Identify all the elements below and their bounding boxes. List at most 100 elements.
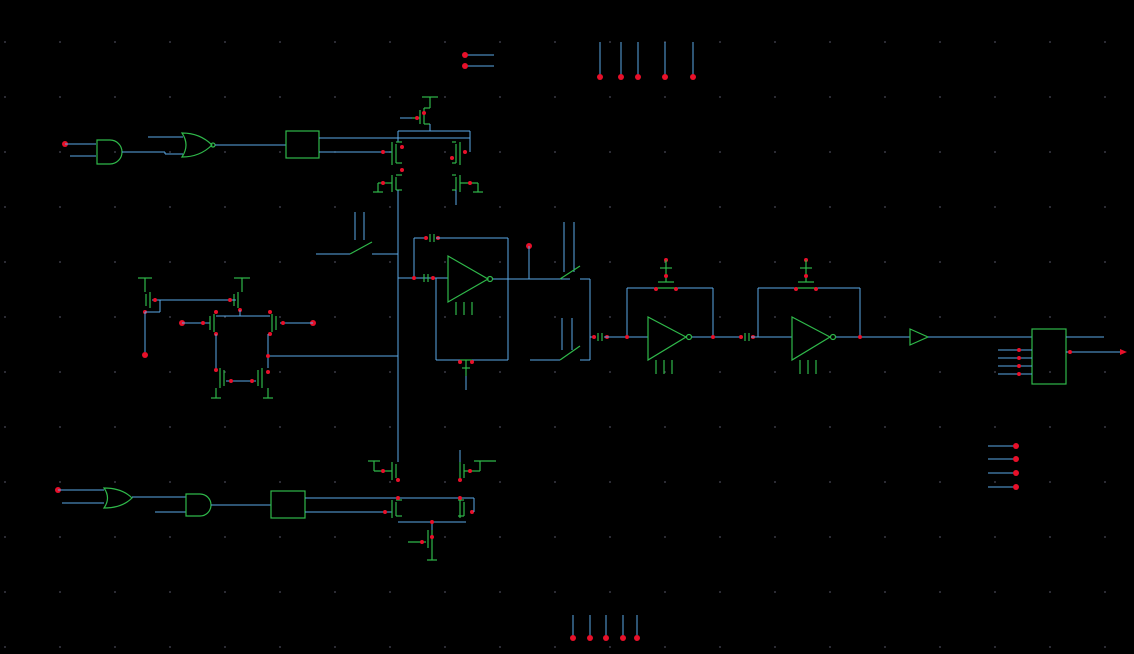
grid-dot (994, 316, 996, 318)
bottom-pin-bus[interactable] (570, 615, 640, 641)
top-input-pin[interactable] (62, 141, 96, 157)
grid-dot (664, 536, 666, 538)
grid-dot (1104, 646, 1106, 648)
grid-dot (334, 426, 336, 428)
grid-dot (114, 536, 116, 538)
grid-dot (114, 591, 116, 593)
grid-dot (609, 41, 611, 43)
grid-dot (774, 591, 776, 593)
switch-upper-right[interactable] (559, 222, 591, 337)
grid-dot (554, 371, 556, 373)
grid-dot (444, 646, 446, 648)
grid-dot (609, 206, 611, 208)
bias-current-mirror[interactable] (138, 277, 316, 399)
grid-dot (59, 481, 61, 483)
grid-dot (389, 371, 391, 373)
grid-dot (1104, 426, 1106, 428)
and-gate-bottom[interactable] (185, 493, 212, 517)
grid-dot (4, 96, 6, 98)
grid-dot (884, 591, 886, 593)
amp-stage2[interactable] (625, 258, 740, 374)
grid-dot (939, 151, 941, 153)
grid-dot (774, 96, 776, 98)
and-gate-top[interactable] (96, 139, 123, 165)
grid-dot (1104, 481, 1106, 483)
grid-dot (664, 96, 666, 98)
grid-dot (4, 536, 6, 538)
output-mux-block[interactable] (998, 328, 1127, 385)
grid-dot (224, 261, 226, 263)
grid-dot (169, 41, 171, 43)
grid-dot (334, 316, 336, 318)
grid-dot (4, 206, 6, 208)
grid-dot (994, 536, 996, 538)
bottom-input-pin[interactable] (55, 487, 104, 504)
grid-dot (884, 41, 886, 43)
cap-stage2-in[interactable] (590, 333, 648, 341)
grid-dot (224, 426, 226, 428)
grid-dot (939, 371, 941, 373)
grid-dot (279, 96, 281, 98)
grid-dot (224, 41, 226, 43)
grid-dot (609, 371, 611, 373)
grid-dot (1049, 96, 1051, 98)
grid-dot (774, 481, 776, 483)
grid-dot (609, 536, 611, 538)
grid-dot (719, 206, 721, 208)
switch-lower-right[interactable] (530, 318, 591, 361)
top-pmos-cluster[interactable] (373, 96, 483, 205)
grid-dot (499, 646, 501, 648)
logic-block-top[interactable] (285, 130, 320, 159)
grid-dot (1104, 261, 1106, 263)
grid-dot (169, 426, 171, 428)
grid-dot (334, 96, 336, 98)
grid-dot (719, 96, 721, 98)
grid-dot (169, 206, 171, 208)
grid-dot (334, 536, 336, 538)
grid-dot (1049, 206, 1051, 208)
output-buffer[interactable] (909, 328, 1032, 346)
grid-dot (389, 646, 391, 648)
amp-stage3[interactable] (757, 258, 910, 374)
switch-left[interactable] (316, 212, 398, 255)
logic-block-bottom[interactable] (270, 490, 306, 519)
grid-dot (279, 316, 281, 318)
grid-dot (279, 206, 281, 208)
integrator-opamp[interactable] (398, 234, 570, 390)
right-pin-bus[interactable] (988, 443, 1019, 490)
grid-dot (59, 316, 61, 318)
grid-dot (554, 426, 556, 428)
or-gate-bottom[interactable] (102, 487, 133, 509)
grid-dot (774, 426, 776, 428)
grid-dot (1104, 151, 1106, 153)
or-gate-top[interactable] (180, 132, 216, 158)
grid-dot (719, 316, 721, 318)
top-left-pins[interactable] (462, 52, 494, 69)
bottom-nmos-cluster[interactable] (368, 450, 496, 561)
grid-dot (609, 316, 611, 318)
grid-dot (939, 646, 941, 648)
grid-dot (884, 96, 886, 98)
top-pin-bus[interactable] (597, 42, 696, 80)
grid-dot (389, 591, 391, 593)
grid-dot (444, 426, 446, 428)
grid-dot (664, 206, 666, 208)
grid-dot (4, 646, 6, 648)
grid-dot (884, 371, 886, 373)
grid-dot (114, 261, 116, 263)
grid-dot (499, 151, 501, 153)
grid-dot (1104, 316, 1106, 318)
grid-dot (224, 646, 226, 648)
grid-dot (554, 536, 556, 538)
grid-dot (334, 261, 336, 263)
grid-dot (1049, 536, 1051, 538)
cap-stage3-in[interactable] (739, 333, 792, 341)
grid-dot (444, 591, 446, 593)
grid-dot (1104, 41, 1106, 43)
grid-dot (114, 426, 116, 428)
grid-dot (939, 536, 941, 538)
grid-dot (994, 591, 996, 593)
grid-dot (1049, 646, 1051, 648)
